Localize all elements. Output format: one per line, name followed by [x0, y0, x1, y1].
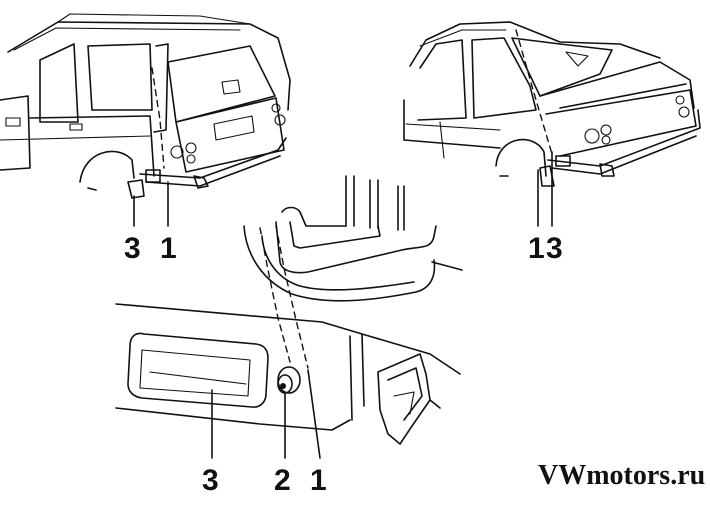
- license-plate-detail-illustration: [115, 175, 463, 459]
- watermark-text: VWmotors.ru: [538, 460, 705, 491]
- detail-callout-3: 3: [202, 464, 219, 497]
- sedan-callout-1: 1: [528, 232, 545, 265]
- station-wagon-illustration: [0, 13, 291, 227]
- sedan-callout-3: 3: [546, 232, 563, 265]
- detail-callout-2: 2: [274, 464, 291, 497]
- wagon-callout-1: 1: [160, 232, 177, 265]
- wagon-callout-3: 3: [124, 232, 141, 265]
- sedan-illustration: [403, 21, 701, 227]
- detail-callout-1: 1: [310, 464, 327, 497]
